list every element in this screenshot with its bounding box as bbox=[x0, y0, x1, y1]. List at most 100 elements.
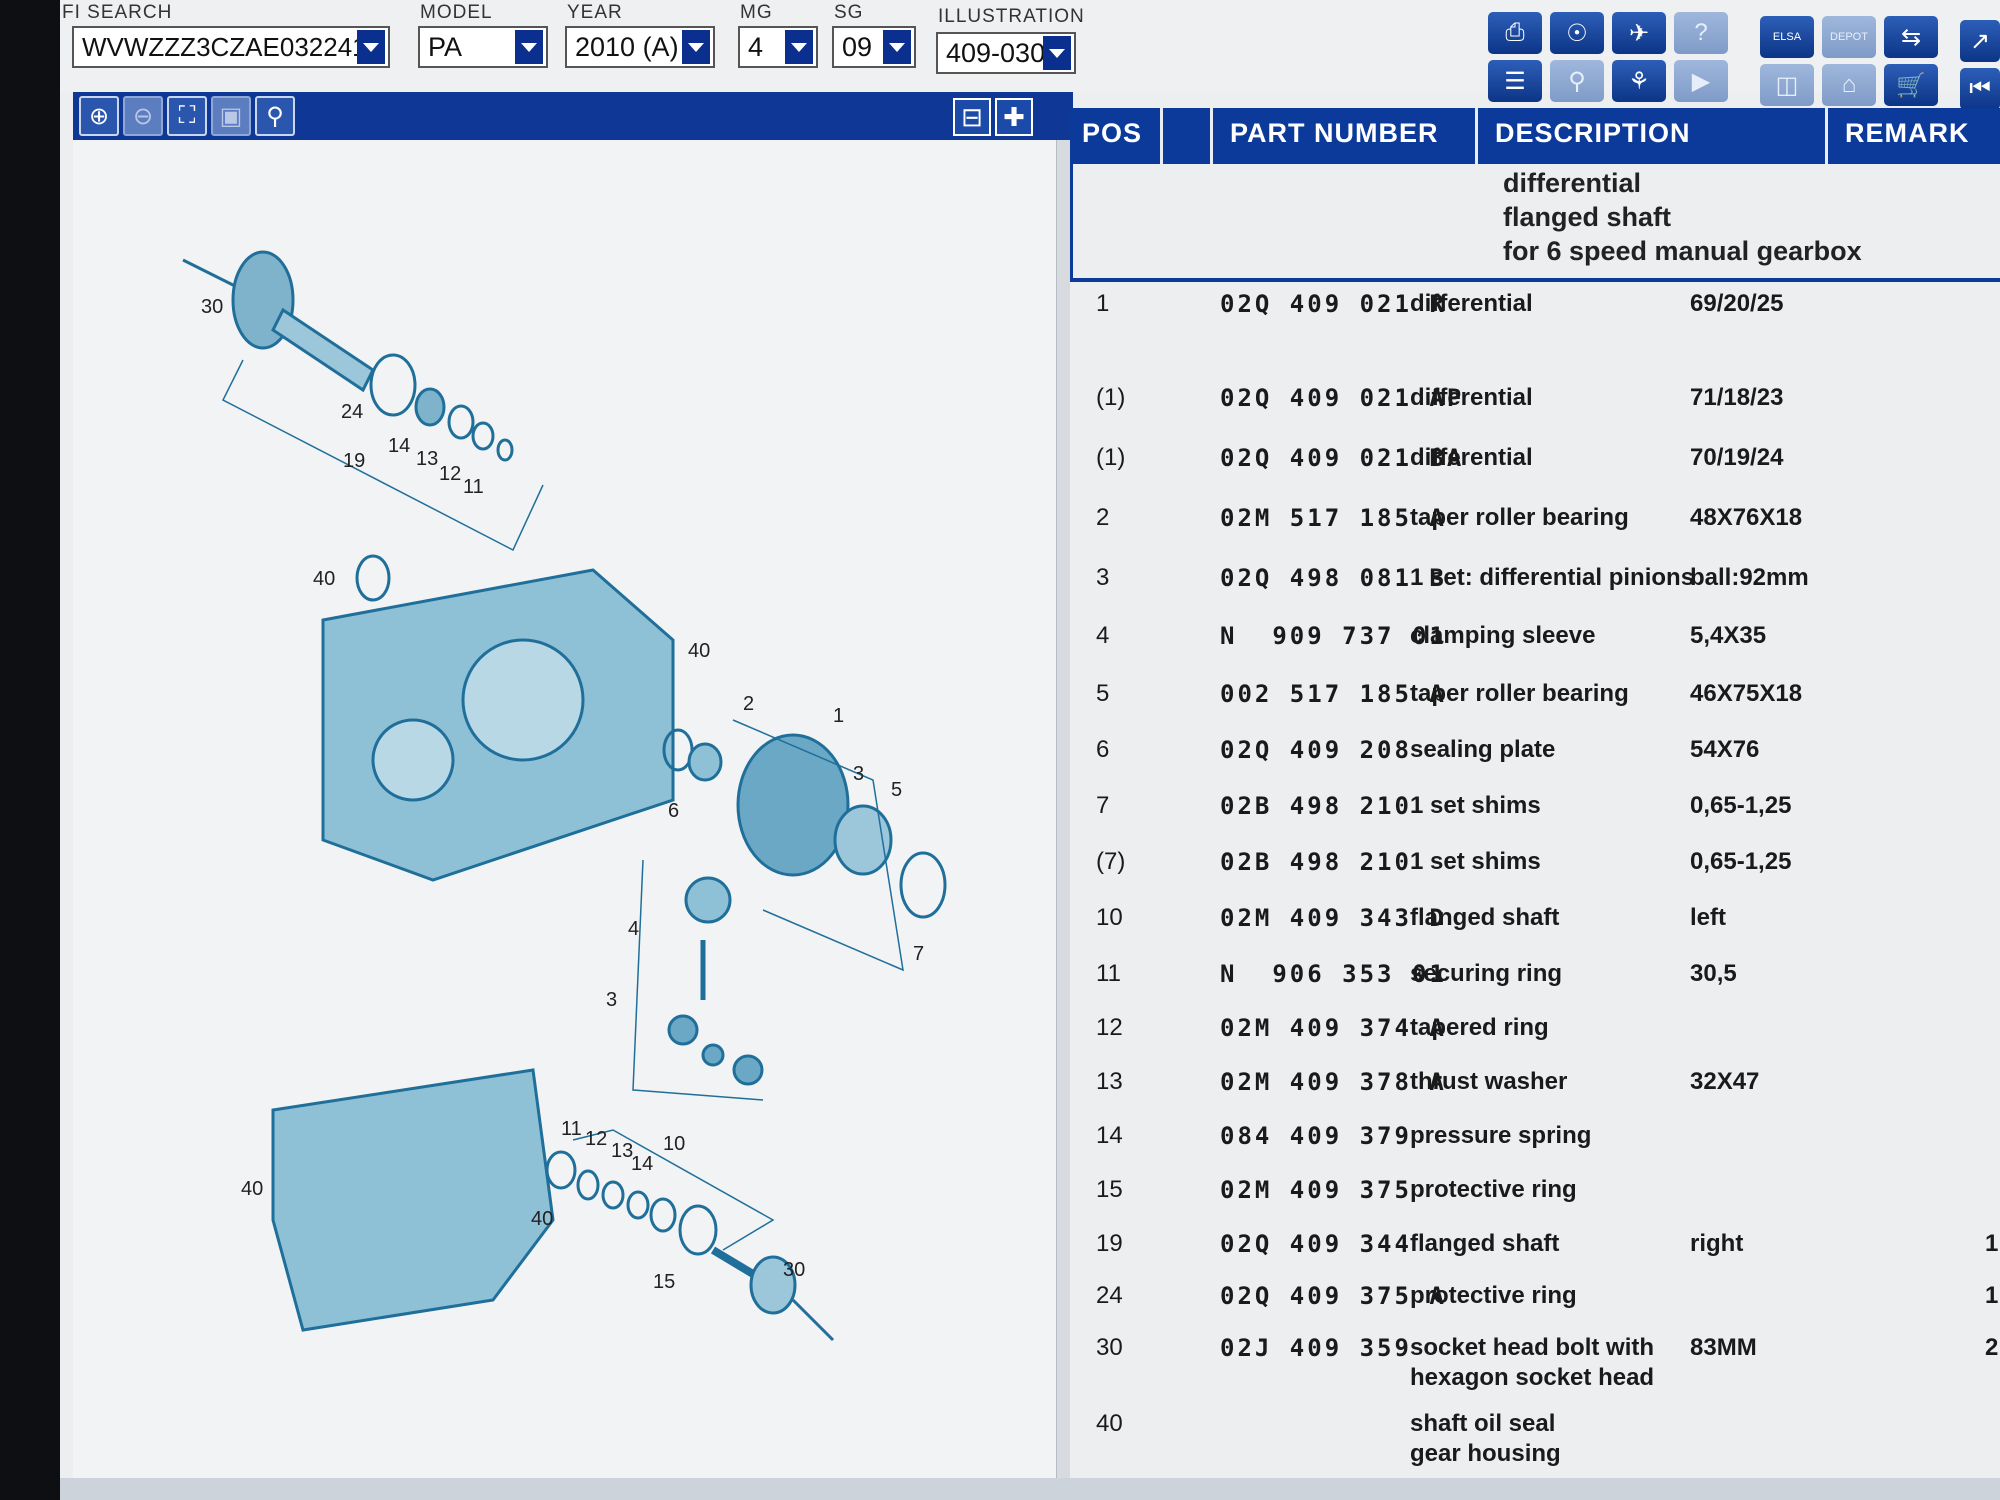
move-icon[interactable]: ✚ bbox=[995, 98, 1033, 136]
table-row[interactable]: 5 002 517 185 A taper roller bearing 46X… bbox=[1070, 680, 2000, 726]
shaft-shape bbox=[271, 307, 375, 393]
illustration-label: ILLUSTRATION bbox=[938, 6, 1085, 27]
chevron-down-icon[interactable] bbox=[682, 30, 710, 64]
pos-cell: 13 bbox=[1096, 1068, 1123, 1095]
col-remark-header[interactable]: REMARK bbox=[1845, 118, 1970, 148]
pos-cell: 11 bbox=[1096, 960, 1121, 987]
table-row[interactable]: 11 N 906 353 01 securing ring 30,5 bbox=[1070, 960, 2000, 1006]
description-cell: flanged shaft bbox=[1410, 904, 1560, 931]
callout-label: 11 bbox=[463, 476, 484, 498]
description-line-1: socket head bolt with bbox=[1410, 1334, 1655, 1361]
exploded-view-illustration[interactable]: 30 24 19 14 13 12 11 40 40 2 1 3 5 6 7 4… bbox=[73, 140, 1056, 1480]
zoom-area-icon[interactable]: ⛶ bbox=[167, 96, 207, 136]
callout-label: 15 bbox=[653, 1271, 675, 1293]
store-icon[interactable]: ⌂ bbox=[1822, 64, 1876, 106]
part-number-cell: 02Q 409 344 bbox=[1220, 1230, 1412, 1258]
pos-cell: 30 bbox=[1096, 1334, 1123, 1361]
pos-cell: (1) bbox=[1096, 384, 1126, 411]
callout-label: 13 bbox=[611, 1140, 633, 1162]
table-row[interactable]: (1) 02Q 409 021 BA differential 70/19/24 bbox=[1070, 444, 2000, 490]
fi-search-input[interactable]: WVWZZZ3CZAE032241 bbox=[72, 26, 390, 68]
chevron-down-icon[interactable] bbox=[785, 30, 813, 64]
table-row[interactable]: 4 N 909 737 01 clamping sleeve 5,4X35 bbox=[1070, 622, 2000, 668]
zoom-fit-icon[interactable]: ▣ bbox=[211, 96, 251, 136]
first-page-icon[interactable]: ⏮ bbox=[1960, 68, 2000, 110]
sg-value: 09 bbox=[842, 31, 873, 62]
zoom-in-icon[interactable]: ⊕ bbox=[79, 96, 119, 136]
table-row[interactable]: 6 02Q 409 208 sealing plate 54X76 bbox=[1070, 736, 2000, 782]
chevron-down-icon[interactable] bbox=[357, 30, 385, 64]
panel-splitter[interactable] bbox=[1056, 140, 1070, 1480]
elsa-label: ELSA bbox=[1772, 31, 1802, 43]
table-row[interactable]: 13 02M 409 378 A thrust washer 32X47 bbox=[1070, 1068, 2000, 1114]
sg-select[interactable]: 09 bbox=[832, 26, 916, 68]
status-bar bbox=[60, 1478, 2000, 1500]
chevron-down-icon[interactable] bbox=[883, 30, 911, 64]
remark-cell: 32X47 bbox=[1690, 1068, 1760, 1095]
col-desc-header[interactable]: DESCRIPTION bbox=[1495, 118, 1691, 148]
key-icon[interactable]: ⚲ bbox=[1550, 60, 1604, 102]
remark-cell: 46X75X18 bbox=[1690, 680, 1803, 707]
split-view-icon[interactable]: ⊟ bbox=[953, 98, 991, 136]
arrow-icon[interactable]: ↗ bbox=[1960, 20, 2000, 62]
transfer-icon[interactable]: ⇆ bbox=[1884, 16, 1938, 58]
callout-label: 14 bbox=[388, 435, 410, 457]
table-row[interactable]: (7) 02B 498 210 1 set shims 0,65-1,25 bbox=[1070, 848, 2000, 894]
remark-cell: 5,4X35 bbox=[1690, 622, 1767, 649]
model-select[interactable]: PA bbox=[418, 26, 548, 68]
table-row[interactable]: 15 02M 409 375 protective ring bbox=[1070, 1176, 2000, 1222]
part-number-cell: N 909 737 01 bbox=[1220, 622, 1447, 650]
table-row[interactable]: 12 02M 409 374 A tapered ring bbox=[1070, 1014, 2000, 1060]
column-divider bbox=[1825, 108, 1828, 164]
year-select[interactable]: 2010 (A) bbox=[565, 26, 715, 68]
illustration-group-heading: differential flanged shaft for 6 speed m… bbox=[1070, 164, 2000, 282]
elsa-icon[interactable]: ELSA bbox=[1760, 16, 1814, 58]
group-line: for 6 speed manual gearbox bbox=[1503, 236, 1862, 266]
depot-icon[interactable]: DEPOT bbox=[1822, 16, 1876, 58]
callout-label: 19 bbox=[343, 450, 365, 472]
remark-cell: right bbox=[1690, 1230, 1744, 1257]
search-icon[interactable]: ⚲ bbox=[255, 96, 295, 136]
steering-wheel-icon[interactable]: ☉ bbox=[1550, 12, 1604, 54]
model-label: MODEL bbox=[420, 2, 493, 23]
remark-cell: 30,5 bbox=[1690, 960, 1737, 987]
table-row[interactable]: 1 02Q 409 021 R differential 69/20/25 bbox=[1070, 290, 2000, 336]
callout-label: 30 bbox=[201, 296, 223, 318]
callout-label: 2 bbox=[743, 693, 754, 715]
description-cell: shaft oil seal gear housing bbox=[1410, 1410, 1561, 1468]
callout-label: 11 bbox=[561, 1118, 582, 1140]
table-row[interactable]: 24 02Q 409 375 A protective ring 1 bbox=[1070, 1282, 2000, 1328]
col-pos-header[interactable]: POS bbox=[1082, 118, 1143, 148]
bike-icon[interactable]: ⚘ bbox=[1612, 60, 1666, 102]
gearbox-shape bbox=[271, 1068, 555, 1332]
print-icon[interactable]: ⎙ bbox=[1488, 12, 1542, 54]
table-row[interactable]: 30 02J 409 359 socket head bolt with hex… bbox=[1070, 1334, 2000, 1394]
list-icon[interactable]: ☰ bbox=[1488, 60, 1542, 102]
callout-label: 30 bbox=[783, 1259, 805, 1281]
skip-icon[interactable]: ▶ bbox=[1674, 60, 1728, 102]
table-row[interactable]: 10 02M 409 343 D flanged shaft left bbox=[1070, 904, 2000, 950]
table-row[interactable]: 7 02B 498 210 1 set shims 0,65-1,25 bbox=[1070, 792, 2000, 838]
table-row[interactable]: (1) 02Q 409 021 AP differential 71/18/23 bbox=[1070, 384, 2000, 430]
callout-label: 6 bbox=[668, 800, 679, 822]
part-number-cell: 02Q 409 208 bbox=[1220, 736, 1412, 764]
cart-icon[interactable]: 🛒 bbox=[1884, 64, 1938, 106]
chevron-down-icon[interactable] bbox=[1043, 36, 1071, 70]
compare-icon[interactable]: ◫ bbox=[1760, 64, 1814, 106]
table-row[interactable]: 3 02Q 498 081 B 1 set: differential pini… bbox=[1070, 564, 2000, 610]
car-icon[interactable]: ✈ bbox=[1612, 12, 1666, 54]
table-row[interactable]: 2 02M 517 185 A taper roller bearing 48X… bbox=[1070, 504, 2000, 550]
mg-select[interactable]: 4 bbox=[738, 26, 818, 68]
description-line-1: shaft oil seal bbox=[1410, 1410, 1556, 1437]
col-part-header[interactable]: PART NUMBER bbox=[1230, 118, 1439, 148]
remark-cell: 83MM bbox=[1690, 1334, 1757, 1361]
qty-cell: 1 bbox=[1985, 1282, 1999, 1309]
table-row[interactable]: 19 02Q 409 344 flanged shaft right 1 bbox=[1070, 1230, 2000, 1276]
chevron-down-icon[interactable] bbox=[515, 30, 543, 64]
table-row[interactable]: 14 084 409 379 pressure spring bbox=[1070, 1122, 2000, 1168]
zoom-out-icon[interactable]: ⊖ bbox=[123, 96, 163, 136]
help-icon[interactable]: ? bbox=[1674, 12, 1728, 54]
callout-label: 12 bbox=[439, 463, 461, 485]
table-row[interactable]: 40 shaft oil seal gear housing bbox=[1070, 1410, 2000, 1470]
illustration-select[interactable]: 409-030 bbox=[936, 32, 1076, 74]
